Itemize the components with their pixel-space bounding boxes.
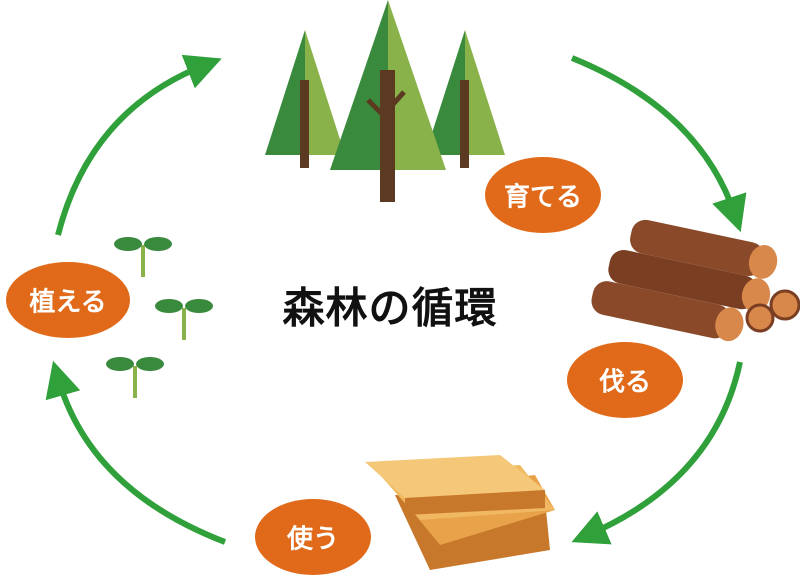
arrow-use-to-plant <box>45 360 227 545</box>
arrow-plant-to-grow <box>55 54 222 236</box>
badge-use-bg <box>255 499 371 575</box>
stage-label-use: 使う <box>286 524 340 555</box>
logs-illustration <box>591 219 800 342</box>
badge-cut-bg <box>567 342 683 418</box>
lumber-illustration <box>365 455 555 570</box>
diagram-title: 森林の循環 <box>282 283 498 333</box>
badge-plant-bg <box>6 262 130 338</box>
tree-icon <box>425 30 505 168</box>
sprout-icon <box>155 299 213 340</box>
sprout-icon <box>106 357 164 398</box>
arrow-grow-to-cut <box>570 55 747 233</box>
tree-icon <box>265 30 345 168</box>
badge-grow-bg <box>485 157 601 233</box>
sprouts-illustration <box>106 237 213 398</box>
stage-label-grow: 育てる <box>503 182 583 213</box>
trees-illustration <box>265 0 505 202</box>
sprout-icon <box>114 237 172 277</box>
stage-label-cut: 伐る <box>598 367 652 398</box>
tree-icon <box>330 0 446 202</box>
arrow-cut-to-use <box>571 361 743 545</box>
stage-label-plant: 植える <box>29 287 107 318</box>
